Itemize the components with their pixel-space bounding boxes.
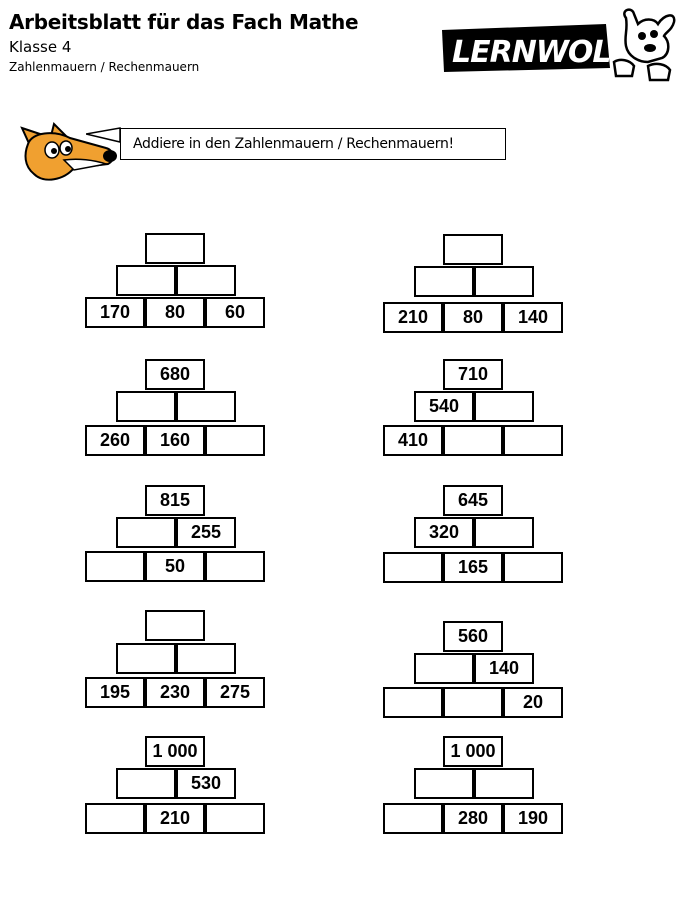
wall-3-bottom-3[interactable] xyxy=(205,425,265,456)
wall-6-middle-2[interactable] xyxy=(474,517,534,548)
wall-6-bottom-2[interactable]: 165 xyxy=(443,552,503,583)
wall-7-middle-1[interactable] xyxy=(116,643,176,674)
wall-2-bottom-3[interactable]: 140 xyxy=(503,302,563,333)
grade-label: Klasse 4 xyxy=(9,38,72,56)
wall-4-bottom-1[interactable]: 410 xyxy=(383,425,443,456)
wall-7-bottom-3[interactable]: 275 xyxy=(205,677,265,708)
lernwolf-logo: LERNWOLF.DE xyxy=(442,8,680,82)
wall-5-middle-2[interactable]: 255 xyxy=(176,517,236,548)
topic-label: Zahlenmauern / Rechenmauern xyxy=(9,60,200,74)
wall-8-bottom-3[interactable]: 20 xyxy=(503,687,563,718)
wall-5-bottom-1[interactable] xyxy=(85,551,145,582)
wall-2-middle-1[interactable] xyxy=(414,266,474,297)
wall-9-bottom-3[interactable] xyxy=(205,803,265,834)
wall-2-bottom-1[interactable]: 210 xyxy=(383,302,443,333)
wall-4-top[interactable]: 710 xyxy=(443,359,503,390)
wall-8-bottom-1[interactable] xyxy=(383,687,443,718)
wall-4-middle-2[interactable] xyxy=(474,391,534,422)
wall-7-middle-2[interactable] xyxy=(176,643,236,674)
wall-1-middle-1[interactable] xyxy=(116,265,176,296)
wall-2-middle-2[interactable] xyxy=(474,266,534,297)
wall-8-middle-1[interactable] xyxy=(414,653,474,684)
wall-6-bottom-1[interactable] xyxy=(383,552,443,583)
wall-8-bottom-2[interactable] xyxy=(443,687,503,718)
wall-6-middle-1[interactable]: 320 xyxy=(414,517,474,548)
wall-1-bottom-2[interactable]: 80 xyxy=(145,297,205,328)
wall-6-bottom-3[interactable] xyxy=(503,552,563,583)
wall-8-middle-2[interactable]: 140 xyxy=(474,653,534,684)
wall-5-bottom-2[interactable]: 50 xyxy=(145,551,205,582)
wall-10-bottom-2[interactable]: 280 xyxy=(443,803,503,834)
wall-9-bottom-1[interactable] xyxy=(85,803,145,834)
wall-4-middle-1[interactable]: 540 xyxy=(414,391,474,422)
wall-1-bottom-1[interactable]: 170 xyxy=(85,297,145,328)
wall-4-bottom-3[interactable] xyxy=(503,425,563,456)
wall-9-middle-1[interactable] xyxy=(116,768,176,799)
worksheet-title: Arbeitsblatt für das Fach Mathe xyxy=(9,10,359,34)
wolf-mascot xyxy=(20,122,117,181)
wall-3-bottom-1[interactable]: 260 xyxy=(85,425,145,456)
instruction-text: Addiere in den Zahlenmauern / Rechenmaue… xyxy=(133,136,454,152)
wall-7-bottom-2[interactable]: 230 xyxy=(145,677,205,708)
wall-2-bottom-2[interactable]: 80 xyxy=(443,302,503,333)
wall-10-middle-2[interactable] xyxy=(474,768,534,799)
wall-2-top[interactable] xyxy=(443,234,503,265)
wall-4-bottom-2[interactable] xyxy=(443,425,503,456)
wall-3-middle-1[interactable] xyxy=(116,391,176,422)
wall-3-bottom-2[interactable]: 160 xyxy=(145,425,205,456)
wall-3-top[interactable]: 680 xyxy=(145,359,205,390)
wall-9-middle-2[interactable]: 530 xyxy=(176,768,236,799)
wall-7-top[interactable] xyxy=(145,610,205,641)
wall-10-bottom-3[interactable]: 190 xyxy=(503,803,563,834)
wall-5-top[interactable]: 815 xyxy=(145,485,205,516)
wall-6-top[interactable]: 645 xyxy=(443,485,503,516)
wall-10-middle-1[interactable] xyxy=(414,768,474,799)
wall-7-bottom-1[interactable]: 195 xyxy=(85,677,145,708)
wall-8-top[interactable]: 560 xyxy=(443,621,503,652)
wall-9-top[interactable]: 1 000 xyxy=(145,736,205,767)
wall-10-bottom-1[interactable] xyxy=(383,803,443,834)
wall-10-top[interactable]: 1 000 xyxy=(443,736,503,767)
wall-1-top[interactable] xyxy=(145,233,205,264)
wall-5-bottom-3[interactable] xyxy=(205,551,265,582)
wall-1-middle-2[interactable] xyxy=(176,265,236,296)
wall-5-middle-1[interactable] xyxy=(116,517,176,548)
wall-1-bottom-3[interactable]: 60 xyxy=(205,297,265,328)
wall-3-middle-2[interactable] xyxy=(176,391,236,422)
wall-9-bottom-2[interactable]: 210 xyxy=(145,803,205,834)
instruction-bubble: Addiere in den Zahlenmauern / Rechenmaue… xyxy=(120,128,506,160)
